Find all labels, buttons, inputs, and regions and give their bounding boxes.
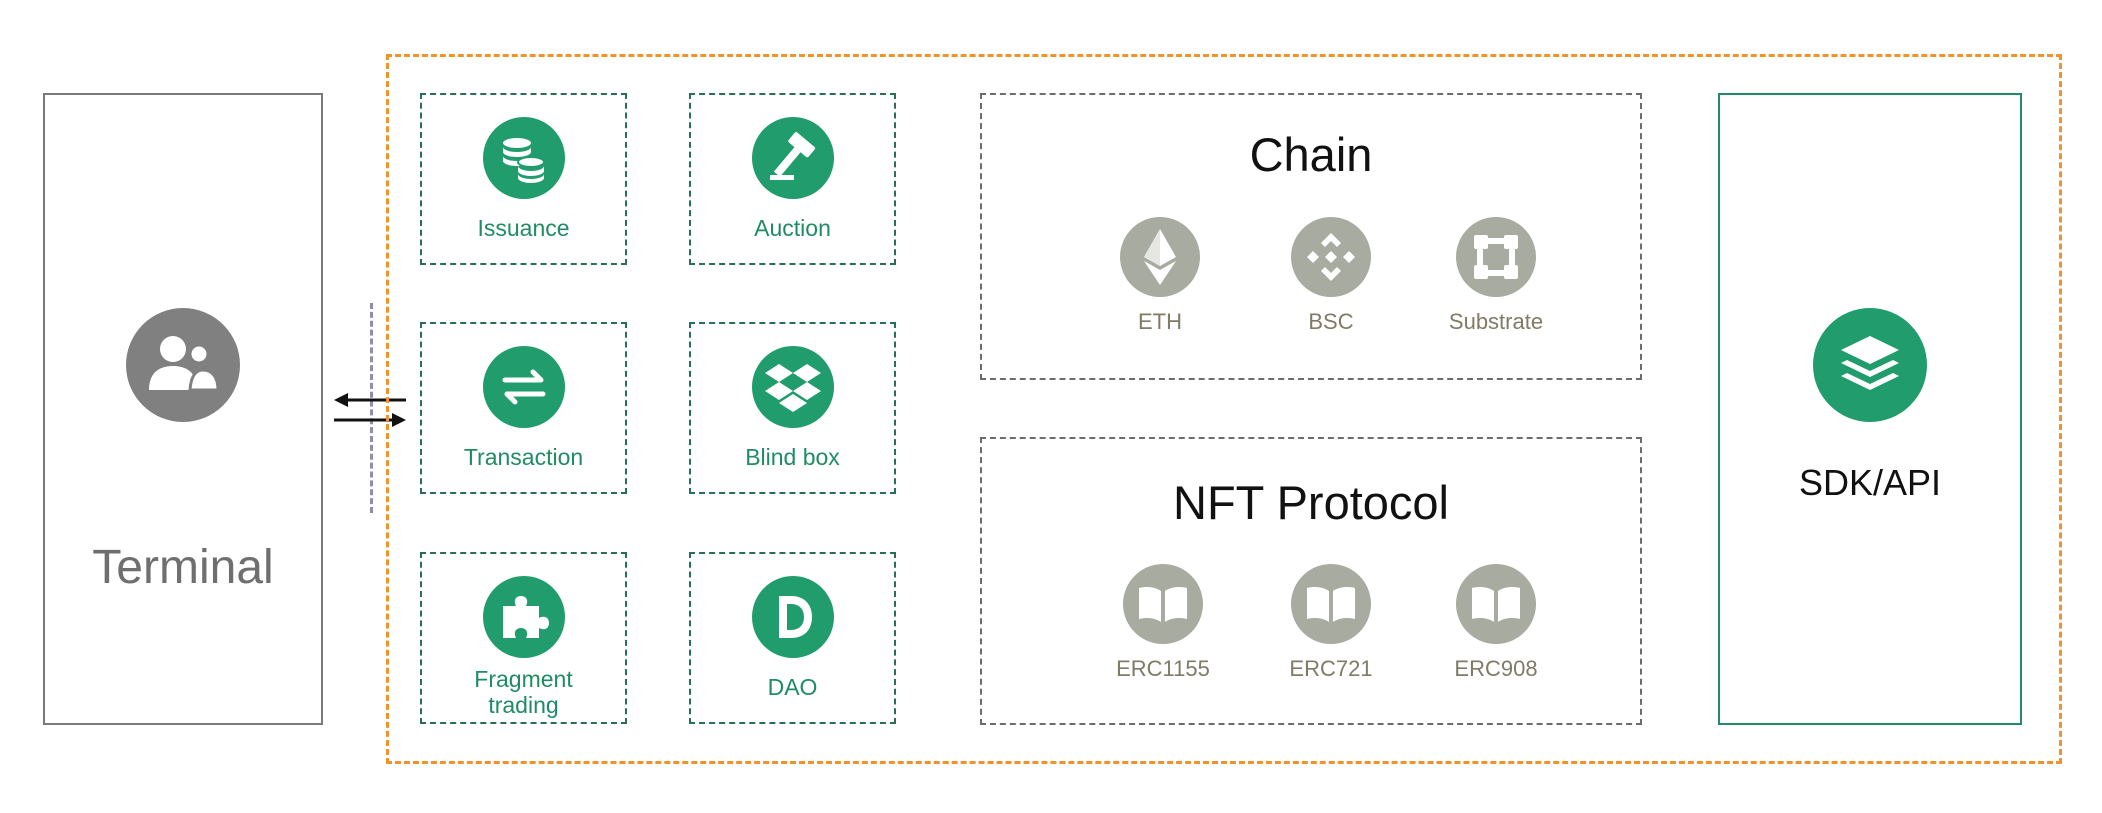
open-book-icon	[1456, 564, 1536, 644]
terminal-label: Terminal	[92, 541, 274, 594]
protocol-item-label: ERC721	[1289, 656, 1373, 681]
chain-item-label: ETH	[1138, 309, 1182, 334]
boundary-dashed-line	[370, 303, 373, 513]
feature-label: Blind box	[745, 444, 840, 470]
binance-icon	[1291, 217, 1371, 297]
coins-stack-icon	[483, 117, 565, 199]
layers-icon	[1813, 308, 1927, 422]
feature-label-line2: trading	[488, 692, 559, 718]
feature-label: Transaction	[463, 444, 584, 470]
gavel-icon	[752, 117, 834, 199]
open-book-icon	[1123, 564, 1203, 644]
exchange-arrows-icon	[483, 346, 565, 428]
chain-item-label: Substrate	[1448, 309, 1544, 334]
platform-boundary	[386, 54, 2062, 764]
chain-item-label: BSC	[1308, 309, 1354, 334]
users-icon	[126, 308, 240, 422]
protocol-item-label: ERC1155	[1116, 656, 1210, 681]
letter-d-icon	[752, 576, 834, 658]
sdk-api-box: SDK/API	[1718, 93, 2022, 725]
chain-group: Chain ETH BSC	[980, 93, 1642, 380]
feature-transaction: Transaction	[420, 322, 627, 494]
puzzle-piece-icon	[483, 576, 565, 658]
terminal-box: Terminal	[43, 93, 323, 725]
feature-auction: Auction	[689, 93, 896, 265]
feature-label: DAO	[767, 674, 818, 700]
dropbox-icon	[752, 346, 834, 428]
feature-blind-box: Blind box	[689, 322, 896, 494]
nft-protocol-title: NFT Protocol	[1173, 476, 1449, 529]
substrate-icon	[1456, 217, 1536, 297]
nft-protocol-group: NFT Protocol ERC1155 ERC721 ERC908	[980, 437, 1642, 725]
chain-title: Chain	[1249, 128, 1373, 181]
sdk-api-label: SDK/API	[1798, 462, 1942, 503]
bidirectional-arrows-icon	[334, 393, 406, 427]
feature-label: Issuance	[477, 215, 570, 241]
open-book-icon	[1291, 564, 1371, 644]
feature-label: Auction	[754, 215, 831, 241]
ethereum-icon	[1120, 217, 1200, 297]
feature-issuance: Issuance	[420, 93, 627, 265]
feature-dao: DAO	[689, 552, 896, 724]
feature-label-line1: Fragment	[474, 666, 573, 692]
feature-fragment-trading: Fragment trading	[420, 552, 627, 724]
protocol-item-label: ERC908	[1454, 656, 1538, 681]
